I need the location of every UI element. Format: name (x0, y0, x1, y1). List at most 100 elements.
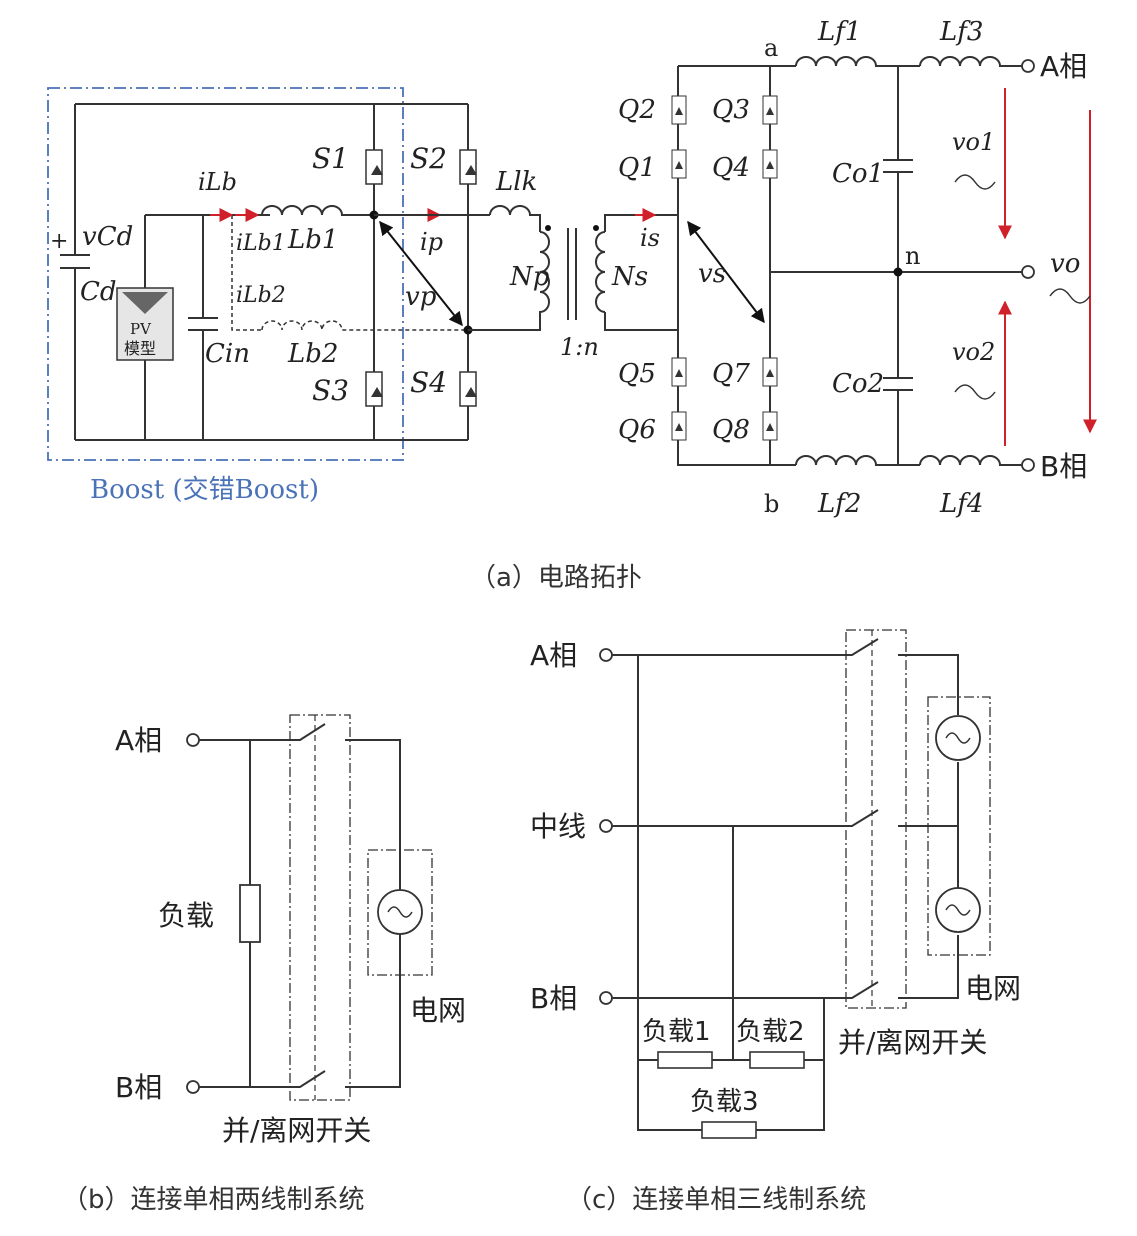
svg-text:电网: 电网 (965, 972, 1021, 1005)
cd-capacitor (60, 254, 90, 269)
svg-text:并/离网开关: 并/离网开关 (838, 1026, 987, 1059)
switch-s3 (365, 371, 383, 407)
lf2-inductor (795, 455, 920, 466)
switch-s2 (459, 149, 477, 185)
secondary-winding (595, 231, 606, 313)
svg-text:Q6: Q6 (618, 415, 656, 445)
cin-capacitor (188, 317, 218, 331)
switch-box-c (845, 629, 907, 1009)
svg-text:1:n: 1:n (560, 333, 599, 361)
svg-text:Q5: Q5 (618, 359, 656, 389)
switch-q8 (762, 411, 778, 441)
caption-a: （a）电路拓扑 (470, 563, 642, 593)
svg-text:b: b (764, 490, 779, 518)
svg-text:Lf1: Lf1 (817, 17, 861, 47)
svg-text:Np: Np (509, 262, 550, 292)
svg-text:Q8: Q8 (712, 415, 750, 445)
lf1-inductor (795, 56, 920, 67)
svg-text:B相: B相 (1040, 450, 1087, 483)
svg-text:Lb1: Lb1 (287, 225, 338, 255)
llk-inductor (489, 205, 541, 232)
svg-text:vCd: vCd (82, 222, 133, 252)
grid-box-c (927, 696, 991, 956)
svg-text:PV: PV (130, 320, 152, 338)
switch-q1 (671, 149, 687, 179)
load1-resistor (657, 1051, 713, 1069)
svg-text:Co1: Co1 (832, 159, 884, 189)
svg-text:Q1: Q1 (618, 153, 656, 183)
svg-text:Lb2: Lb2 (287, 339, 338, 369)
boost-label: Boost (交错Boost) (90, 475, 319, 505)
svg-text:Lf3: Lf3 (939, 17, 983, 47)
terminal-a (1021, 59, 1035, 73)
svg-text:Cd: Cd (80, 277, 117, 307)
svg-text:Lf4: Lf4 (939, 489, 983, 519)
svg-text:ip: ip (420, 228, 443, 256)
svg-text:iLb1: iLb1 (236, 231, 286, 256)
svg-text:Lf2: Lf2 (817, 489, 861, 519)
caption-b: （b）连接单相两线制系统 (62, 1185, 365, 1215)
svg-text:A相: A相 (1040, 50, 1087, 83)
svg-text:B相: B相 (530, 982, 577, 1015)
svg-text:vo2: vo2 (952, 338, 995, 366)
caption-c: （c）连接单相三线制系统 (566, 1185, 866, 1215)
svg-text:vs: vs (698, 259, 726, 289)
svg-text:vp: vp (405, 282, 437, 312)
svg-text:iLb: iLb (198, 168, 237, 196)
svg-text:电网: 电网 (410, 994, 466, 1027)
svg-text:is: is (640, 224, 660, 252)
panel-a-circuit-topology: Boost (交错Boost) + vCd Cd PV 模型 Cin iLb i… (47, 17, 1097, 593)
svg-text:B相: B相 (115, 1071, 162, 1104)
lb2-inductor (261, 320, 468, 331)
svg-text:n: n (905, 242, 920, 270)
switch-s4 (459, 371, 477, 407)
svg-text:S1: S1 (312, 142, 349, 175)
svg-text:Q4: Q4 (712, 153, 750, 183)
svg-text:iLb2: iLb2 (236, 283, 286, 308)
svg-text:模型: 模型 (124, 339, 156, 358)
svg-text:Q3: Q3 (712, 95, 750, 125)
terminal-n (1021, 265, 1035, 279)
svg-text:负载: 负载 (158, 899, 214, 932)
svg-text:Q2: Q2 (618, 95, 656, 125)
load-resistor (239, 884, 261, 943)
boost-region-box (47, 87, 404, 461)
switch-q3 (762, 95, 778, 125)
svg-text:Llk: Llk (495, 167, 537, 197)
svg-text:S2: S2 (410, 142, 447, 175)
svg-text:S4: S4 (410, 366, 447, 399)
svg-text:并/离网开关: 并/离网开关 (222, 1114, 371, 1147)
svg-text:vo1: vo1 (952, 128, 995, 156)
switch-box-b (289, 714, 351, 1101)
svg-text:负载3: 负载3 (690, 1087, 759, 1117)
svg-text:a: a (764, 34, 778, 62)
load3-resistor (701, 1121, 757, 1139)
terminal-b (1021, 458, 1035, 472)
svg-text:vo: vo (1050, 249, 1080, 279)
load2-resistor (749, 1051, 805, 1069)
panel-c-three-wire-system: A相 中线 B相 负载1 负载2 负载3 电网 并/离网开关 （c）连接单相三线… (530, 629, 1021, 1215)
transformer-core (567, 228, 577, 320)
switch-q4 (762, 149, 778, 179)
svg-text:+: + (50, 229, 68, 254)
svg-text:A相: A相 (115, 724, 162, 757)
svg-text:Q7: Q7 (712, 359, 750, 389)
switch-q6 (671, 411, 687, 441)
svg-text:负载2: 负载2 (736, 1017, 805, 1047)
panel-b-two-wire-system: A相 B相 负载 电网 并/离网开关 （b）连接单相两线制系统 (62, 714, 466, 1215)
primary-winding (468, 231, 550, 331)
switch-q7 (762, 357, 778, 387)
lf3-inductor (919, 56, 1022, 67)
svg-text:Cin: Cin (205, 339, 250, 369)
lf4-inductor (919, 455, 1022, 466)
svg-text:负载1: 负载1 (642, 1017, 711, 1047)
svg-text:S3: S3 (312, 374, 349, 407)
svg-text:A相: A相 (530, 639, 577, 672)
lb1-inductor (261, 205, 374, 216)
svg-text:Co2: Co2 (832, 369, 884, 399)
switch-s1 (365, 149, 383, 185)
svg-text:中线: 中线 (530, 810, 586, 843)
switch-q2 (671, 95, 687, 125)
switch-q5 (671, 357, 687, 387)
